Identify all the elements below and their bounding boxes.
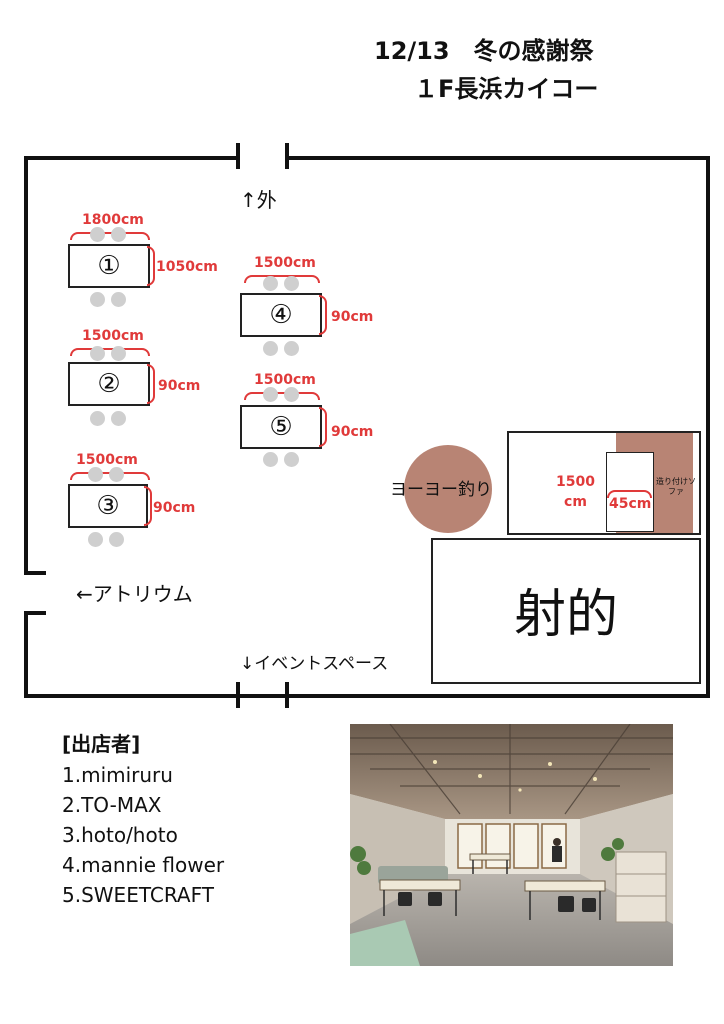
left-door-opening: [24, 575, 28, 611]
table-1-width: 1800cm: [82, 212, 144, 228]
table-4-depth: 90cm: [331, 309, 374, 325]
left-door-bottom-mark: [24, 611, 46, 615]
chair: [90, 292, 105, 307]
table-5-width: 1500cm: [254, 372, 316, 388]
table-1: [68, 244, 150, 288]
table-4-width: 1500cm: [254, 255, 316, 271]
chair: [90, 411, 105, 426]
table-2-number: ②: [97, 369, 121, 399]
bottom-door-right-mark: [285, 682, 289, 708]
table-5-number: ⑤: [269, 412, 293, 442]
outside-label: ↑外: [240, 188, 277, 212]
chair: [263, 341, 278, 356]
chair: [263, 452, 278, 467]
table-2-width: 1500cm: [82, 328, 144, 344]
table-1-depth: 1050cm: [156, 259, 218, 275]
chair: [90, 346, 105, 361]
list-item: 1.mimiruru: [62, 763, 173, 787]
chair: [111, 227, 126, 242]
left-door-top-mark: [24, 571, 46, 575]
yoyo-label: ヨーヨー釣り: [390, 480, 492, 500]
bottom-door-opening: [240, 690, 285, 694]
list-item: 5.SWEETCRAFT: [62, 883, 214, 907]
chair: [263, 387, 278, 402]
chair: [90, 227, 105, 242]
table-3-number: ③: [96, 491, 120, 521]
sofa-label: 造り付けソファ: [656, 477, 696, 496]
sofa-table-height: 1500 cm: [556, 474, 595, 510]
table-5: [240, 405, 322, 449]
list-item: 3.hoto/hoto: [62, 823, 178, 847]
table-1-depth-brace: [147, 246, 155, 286]
sofa-table-width: 45cm: [609, 496, 652, 512]
table-1-width-brace: [70, 232, 150, 240]
chair: [284, 452, 299, 467]
table-2: [68, 362, 150, 406]
chair: [284, 341, 299, 356]
table-5-depth-brace: [319, 407, 327, 447]
table-4-number: ④: [269, 300, 293, 330]
table-5-width-brace: [244, 392, 320, 400]
sofa-table-width-brace: [607, 490, 652, 498]
top-door-opening: [240, 156, 285, 160]
table-2-depth: 90cm: [158, 378, 201, 394]
atrium-label: ←アトリウム: [76, 582, 193, 606]
table-1-number: ①: [97, 251, 121, 281]
table-3: [68, 484, 148, 528]
top-door-right-mark: [285, 143, 289, 169]
table-4-depth-brace: [319, 295, 327, 335]
event-title: 12/13 冬の感謝祭: [374, 37, 594, 65]
chair: [111, 292, 126, 307]
chair: [88, 532, 103, 547]
table-4: [240, 293, 322, 337]
table-3-depth-brace: [144, 486, 152, 526]
chair: [284, 276, 299, 291]
floor-room-outline: [24, 156, 710, 698]
venue-interior-photo: [350, 724, 673, 966]
chair: [111, 411, 126, 426]
table-5-depth: 90cm: [331, 424, 374, 440]
table-2-depth-brace: [147, 364, 155, 404]
vendors-heading: [出店者]: [62, 732, 141, 756]
table-3-depth: 90cm: [153, 500, 196, 516]
table-2-width-brace: [70, 348, 150, 356]
table-4-width-brace: [244, 275, 320, 283]
event-space-label: ↓イベントスペース: [240, 654, 389, 674]
yoyo-pool: [404, 445, 492, 533]
chair: [109, 532, 124, 547]
venue-title: １F長浜カイコー: [414, 75, 599, 103]
vendors-list: [出店者] 1.mimiruru 2.TO-MAX 3.hoto/hoto 4.…: [62, 730, 224, 910]
chair: [88, 467, 103, 482]
chair: [109, 467, 124, 482]
list-item: 4.mannie flower: [62, 853, 225, 877]
chair: [263, 276, 278, 291]
shateki-label: 射的: [513, 585, 618, 645]
shateki-booth: [431, 538, 701, 684]
chair: [284, 387, 299, 402]
top-door-left-mark: [236, 143, 240, 169]
list-item: 2.TO-MAX: [62, 793, 162, 817]
table-3-width: 1500cm: [76, 452, 138, 468]
bottom-door-left-mark: [236, 682, 240, 708]
chair: [111, 346, 126, 361]
